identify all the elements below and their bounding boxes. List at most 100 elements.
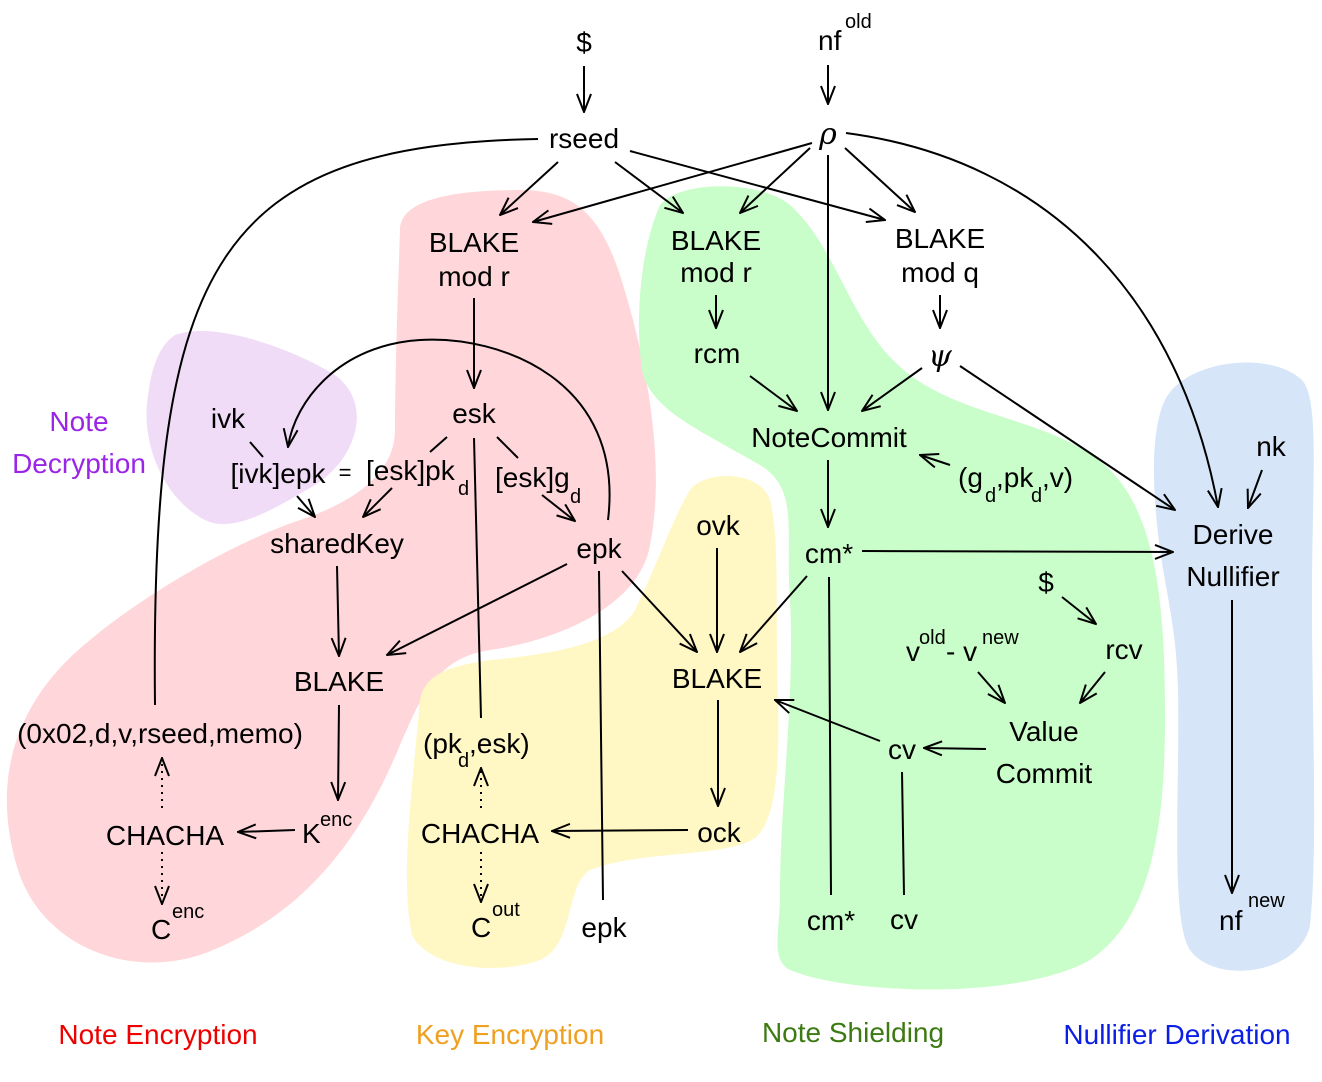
edge-rho-blake-q xyxy=(844,147,915,212)
node-epk-bottom: epk xyxy=(581,912,627,943)
edge-rseed-blake-q xyxy=(629,150,885,220)
edge-sharedkey-blake-left xyxy=(337,565,339,656)
edge-rseed-blake-left xyxy=(500,161,559,215)
edge-gdpkdv-notecommit xyxy=(920,455,951,465)
edge-cm-blake-center xyxy=(740,575,808,652)
node-ock: ock xyxy=(697,817,742,848)
node-derive-nullifier-line1: Derive xyxy=(1193,519,1274,550)
node-ovk: ovk xyxy=(696,510,741,541)
node-blake-mod-q-line1: BLAKE xyxy=(895,223,985,254)
node-gd-pkd-v-subscript1: d xyxy=(985,485,996,507)
node-value-commit-line2: Commit xyxy=(996,758,1093,789)
edge-ivkepk-sharedkey xyxy=(296,495,315,517)
node-kenc: K xyxy=(302,818,321,849)
node-cm-star-mid: cm* xyxy=(805,538,853,569)
edge-blake-left-kenc xyxy=(338,704,339,800)
node-esk-gd: [esk]g xyxy=(495,462,570,493)
note-encryption-title: Note Encryption xyxy=(58,1019,257,1050)
node-esk: esk xyxy=(452,398,497,429)
node-note-plaintext: (0x02,d,v,rseed,memo) xyxy=(17,718,303,749)
note-decryption-region xyxy=(146,330,357,525)
node-cv-mid: cv xyxy=(888,734,916,765)
edge-cv-output xyxy=(901,771,905,896)
node-chacha-left: CHACHA xyxy=(106,820,225,851)
edge-rho-derive-nullifier xyxy=(845,132,1218,507)
note-shielding-region xyxy=(639,186,1165,990)
node-nf-new: nf xyxy=(1219,905,1243,936)
node-note-commit: NoteCommit xyxy=(751,422,907,453)
node-epk-mid: epk xyxy=(576,533,622,564)
node-cenc: C xyxy=(151,914,171,945)
node-gd-pkd-v-subscript2: d xyxy=(1031,485,1042,507)
edge-eskgd-epk xyxy=(541,494,575,521)
edge-epk-blake-center xyxy=(621,570,697,652)
edge-rcv-valuecommit xyxy=(1080,671,1106,703)
node-shared-key: sharedKey xyxy=(270,528,404,559)
edge-ivk-ivkepk xyxy=(249,441,264,458)
edge-rho-blake-left xyxy=(533,142,813,222)
node-blake-left: BLAKE xyxy=(294,666,384,697)
note-decryption-title-line2: Decryption xyxy=(12,448,146,479)
edge-rcm-notecommit xyxy=(749,375,797,411)
node-pkd-esk-part2: ,esk) xyxy=(469,728,530,759)
node-cout: C xyxy=(471,912,491,943)
nodes: $ nf old rseed ρ BLAKE mod r BLAKE mod r… xyxy=(17,11,1287,945)
node-nf-new-superscript: new xyxy=(1248,890,1285,912)
node-pkd-esk-subscript: d xyxy=(458,750,469,772)
node-cv-bottom: cv xyxy=(890,904,918,935)
node-esk-pkd: [esk]pk xyxy=(366,455,456,486)
node-psi: ψ xyxy=(928,339,952,374)
edge-valuecommit-cv xyxy=(924,748,987,749)
edge-vdiff-valuecommit xyxy=(977,671,1005,703)
node-gd-pkd-v-part3: ,v) xyxy=(1042,462,1073,493)
edge-esk-eskgd xyxy=(496,436,519,459)
node-rcm: rcm xyxy=(694,338,741,369)
node-nf-old: nf xyxy=(818,25,842,56)
edge-psi-notecommit xyxy=(862,367,923,411)
node-cout-superscript: out xyxy=(492,899,520,921)
node-rseed: rseed xyxy=(549,123,619,154)
edge-psi-derive-nullifier xyxy=(959,365,1175,510)
edge-esk-eskpkd xyxy=(429,436,448,453)
node-nk: nk xyxy=(1256,431,1287,462)
key-encryption-region xyxy=(406,476,779,968)
node-blake-center: BLAKE xyxy=(672,663,762,694)
edge-ock-chacha-mid xyxy=(552,830,689,831)
node-nf-old-superscript: old xyxy=(845,11,872,33)
node-dollar-top: $ xyxy=(576,27,592,58)
node-gd-pkd-v-part1: (g xyxy=(958,462,983,493)
node-value-commit-line1: Value xyxy=(1009,716,1079,747)
node-cenc-superscript: enc xyxy=(172,901,204,923)
edge-nk-derive-nullifier xyxy=(1248,469,1263,508)
edge-esk-pkdesk xyxy=(473,437,482,719)
node-gd-pkd-v-part2: ,pk xyxy=(996,462,1034,493)
node-blake-mod-r-left-line1: BLAKE xyxy=(429,227,519,258)
key-encryption-title: Key Encryption xyxy=(416,1019,604,1050)
node-v-new-superscript: new xyxy=(982,627,1019,649)
edge-eskpkd-sharedkey xyxy=(363,487,393,517)
note-shielding-title: Note Shielding xyxy=(762,1017,944,1048)
edge-dollar-rcv xyxy=(1061,596,1096,624)
node-v-old: v xyxy=(906,636,920,667)
nullifier-derivation-region xyxy=(1153,362,1315,971)
node-esk-pkd-subscript: d xyxy=(458,478,469,500)
edge-cm-output xyxy=(828,576,832,896)
node-ivk-epk: [ivk]epk xyxy=(231,458,327,489)
edge-rseed-blake-mid xyxy=(614,161,683,213)
edge-kenc-chacha-left xyxy=(238,830,296,832)
node-dollar-rcv: $ xyxy=(1038,567,1054,598)
edge-rseed-note-plaintext xyxy=(153,138,539,706)
node-pkd-esk-part1: (pk xyxy=(423,728,463,759)
edge-epk-ivkepk xyxy=(288,338,611,521)
edge-rho-blake-mid xyxy=(740,147,811,213)
node-esk-gd-subscript: d xyxy=(570,486,581,508)
node-ivk: ivk xyxy=(211,403,246,434)
node-v-old-superscript: old xyxy=(919,627,946,649)
edge-cm-derive-nullifier xyxy=(861,551,1173,552)
node-chacha-mid: CHACHA xyxy=(421,818,540,849)
node-rho: ρ xyxy=(818,117,837,152)
note-decryption-title-line1: Note xyxy=(49,406,108,437)
edge-epk-blake-left xyxy=(387,563,568,655)
node-v-minus-v: - v xyxy=(946,636,977,667)
